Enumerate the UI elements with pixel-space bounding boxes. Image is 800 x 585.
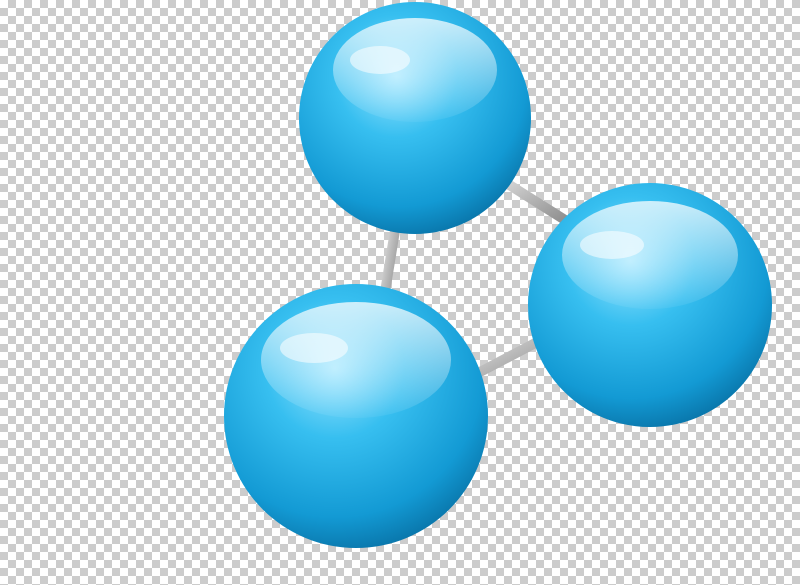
- atom-top-shine: [350, 46, 410, 74]
- atom-right-gloss: [562, 201, 738, 309]
- atom-right: [528, 183, 772, 427]
- atom-bottom-left: [224, 284, 488, 548]
- atom-right-shine: [580, 231, 644, 259]
- atom-bottom-left-shine: [280, 333, 348, 363]
- atom-bottom-left-gloss: [261, 302, 451, 418]
- atom-top: [299, 2, 531, 234]
- atom-top-gloss: [333, 18, 497, 122]
